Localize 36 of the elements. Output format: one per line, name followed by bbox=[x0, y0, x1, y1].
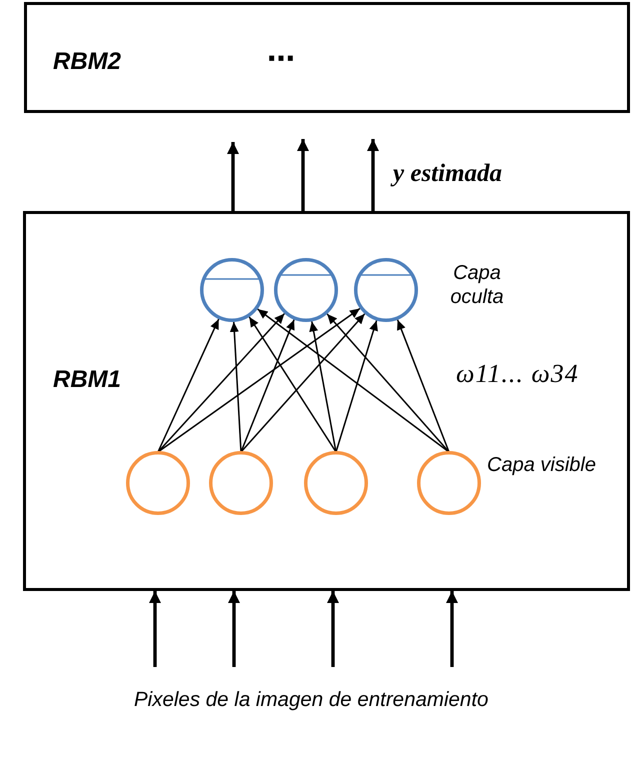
arrow bbox=[309, 321, 337, 452]
arrow bbox=[248, 316, 337, 452]
arrow bbox=[227, 142, 239, 211]
arrow bbox=[257, 308, 450, 453]
arrow bbox=[326, 314, 450, 452]
arrow bbox=[228, 591, 240, 667]
arrow bbox=[149, 591, 161, 667]
visible-unit-circle bbox=[209, 451, 273, 515]
layer-box bbox=[24, 2, 630, 113]
arrow bbox=[396, 320, 450, 452]
weights-label: ω11... ω34 bbox=[456, 361, 579, 387]
arrow bbox=[335, 320, 378, 452]
arrow bbox=[297, 139, 309, 211]
arrow bbox=[240, 313, 366, 452]
visible-unit-circle bbox=[126, 451, 190, 515]
arrow bbox=[327, 591, 339, 667]
arrow bbox=[240, 319, 295, 452]
arrow bbox=[157, 313, 285, 452]
arrow bbox=[446, 591, 458, 667]
layer-label: Capa oculta bbox=[449, 261, 505, 309]
hidden-unit-circle bbox=[354, 258, 418, 322]
arrow bbox=[230, 322, 242, 452]
input-label: Pixeles de la imagen de entrenamiento bbox=[134, 690, 488, 710]
layer-box bbox=[23, 211, 630, 591]
hidden-unit-circle bbox=[200, 258, 264, 322]
visible-unit-circle bbox=[304, 451, 368, 515]
arrow bbox=[367, 139, 379, 211]
box-title: RBM2 bbox=[53, 50, 122, 74]
visible-unit-circle bbox=[417, 451, 481, 515]
hidden-unit-circle bbox=[274, 258, 338, 322]
box-title: RBM1 bbox=[53, 368, 122, 392]
arrow bbox=[158, 308, 360, 453]
ellipsis-text: ⋯ bbox=[267, 45, 295, 73]
arrow bbox=[157, 318, 220, 452]
layer-label: Capa visible bbox=[487, 453, 596, 477]
output-label: y estimada bbox=[393, 161, 502, 186]
